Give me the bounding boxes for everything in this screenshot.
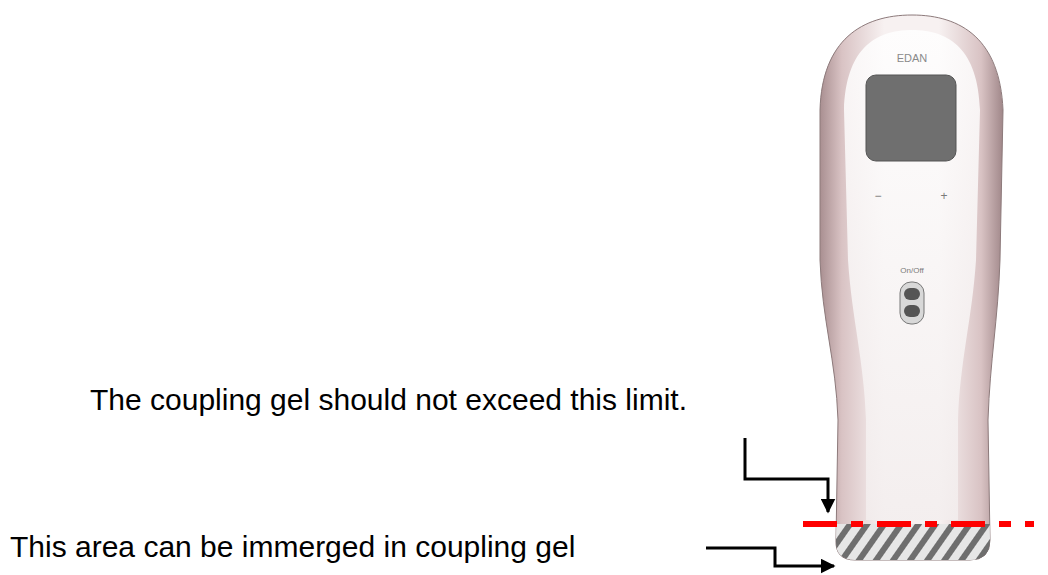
gel-area-hatch [830,524,1000,564]
callout-text: The coupling gel should not exceed this … [90,383,687,418]
device-face [844,30,980,520]
callout-text: This area can be immerged in coupling ge… [10,530,575,565]
button-label: On/Off [900,266,923,275]
button-symbol: + [940,190,947,204]
display-screen [866,75,956,161]
device-body [820,15,1003,560]
power-button [900,282,924,324]
gel-limit-line [803,521,1034,527]
brand-logo: EDAN [897,52,928,65]
button-symbol: − [874,190,881,204]
button-key [904,288,920,300]
button-key [904,305,920,317]
leader-line [706,548,834,566]
leader-line [745,438,828,512]
